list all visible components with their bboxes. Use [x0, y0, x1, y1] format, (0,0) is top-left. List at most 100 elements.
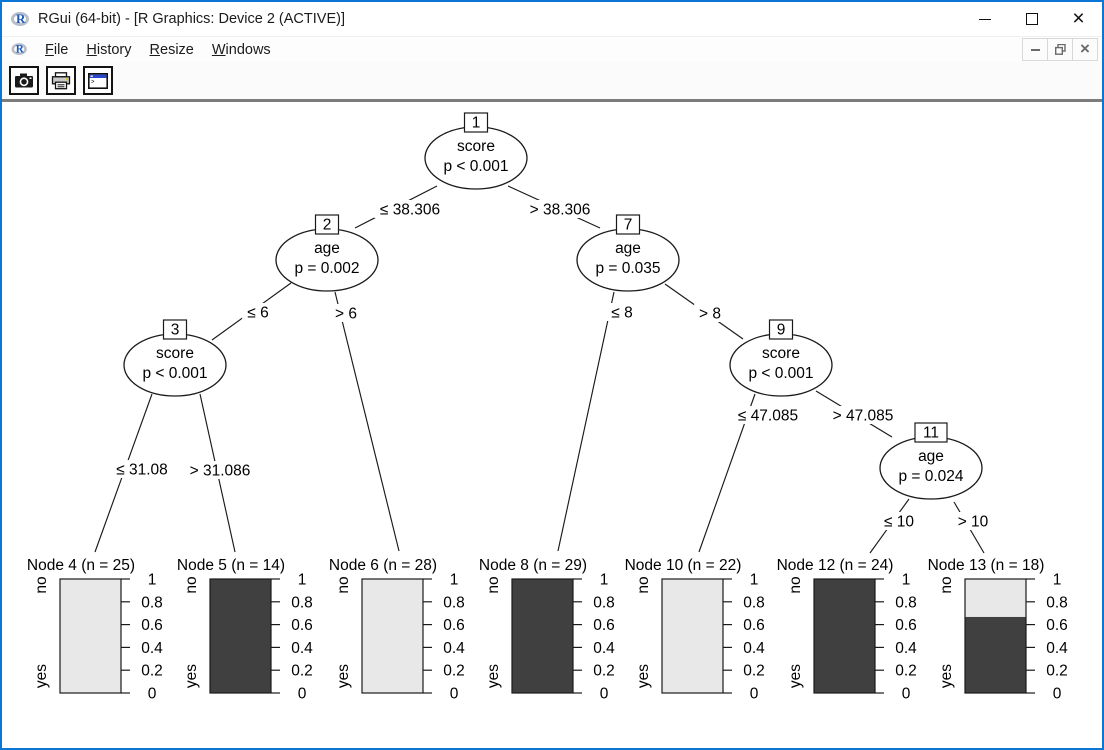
edge-label-bg: [694, 304, 726, 322]
edge-label-7-left: ≤ 8: [611, 305, 632, 322]
terminal-bar-light-13: [965, 579, 1026, 617]
mdi-restore-icon: [1054, 44, 1066, 55]
mdi-restore-button[interactable]: [1047, 38, 1073, 61]
tree-node-pvalue-2: p = 0.002: [294, 260, 359, 277]
axis-tick-label: 0.4: [1046, 640, 1068, 657]
axis-tick-label: 0.8: [443, 594, 465, 611]
minimize-button[interactable]: [961, 2, 1008, 36]
edge-label-11-right: > 10: [958, 514, 989, 531]
print-button[interactable]: [46, 66, 76, 95]
mdi-minimize-icon: [1030, 48, 1040, 51]
category-label-no: no: [787, 576, 804, 593]
axis-tick-label: 0: [750, 686, 759, 703]
category-label-no: no: [183, 576, 200, 593]
axis-tick-label: 1: [450, 572, 459, 589]
axis-tick-label: 0: [298, 686, 307, 703]
axis-tick-label: 0.6: [1046, 617, 1068, 634]
menu-bar: R File History Resize Windows ×: [2, 36, 1102, 62]
axis-tick-label: 0.2: [443, 663, 465, 680]
axis-tick-label: 0.2: [895, 663, 917, 680]
maximize-button[interactable]: [1008, 2, 1055, 36]
terminal-bar-frame-10: [661, 578, 724, 694]
edge-label-3-left: ≤ 31.08: [116, 462, 168, 479]
edge-label-1-left: ≤ 38.306: [380, 202, 440, 219]
edge-label-bg: [184, 461, 256, 479]
terminal-bar-light-4: [60, 579, 121, 693]
axis-tick-label: 1: [750, 572, 759, 589]
menu-windows[interactable]: Windows: [211, 41, 271, 58]
edge-label-11-left: ≤ 10: [884, 514, 914, 531]
menu-resize[interactable]: Resize: [149, 41, 194, 58]
axis-tick-label: 0: [1053, 686, 1062, 703]
close-button[interactable]: ×: [1055, 2, 1102, 36]
mdi-close-button[interactable]: ×: [1072, 38, 1098, 61]
tree-node-idbox-3: [162, 319, 188, 340]
edge-label-7-right: > 8: [699, 306, 721, 323]
tree-node-pvalue-1: p < 0.001: [443, 158, 508, 175]
category-label-no: no: [485, 576, 502, 593]
category-label-yes: yes: [635, 664, 652, 688]
axis-tick-label: 0.4: [743, 640, 765, 657]
axis-tick-label: 1: [1053, 572, 1062, 589]
axis-tick-label: 0.4: [895, 640, 917, 657]
edge-label-9-right: > 47.085: [833, 408, 894, 425]
tree-node-pvalue-9: p < 0.001: [748, 365, 813, 382]
minimize-icon: [978, 18, 991, 20]
edge-label-bg: [827, 406, 899, 424]
tree-node-pvalue-3: p < 0.001: [142, 365, 207, 382]
axis-tick-label: 0: [148, 686, 157, 703]
printer-icon: [51, 71, 71, 89]
title-bar: R RGui (64-bit) - [R Graphics: Device 2 …: [2, 2, 1102, 36]
terminal-bar-dark-8: [512, 579, 573, 693]
axis-tick-label: 0.6: [593, 617, 615, 634]
tree-node-idbox-1: [463, 112, 489, 133]
mdi-minimize-button[interactable]: [1022, 38, 1048, 61]
axis-tick-label: 0.8: [1046, 594, 1068, 611]
category-label-no: no: [335, 576, 352, 593]
category-label-yes: yes: [335, 664, 352, 688]
tree-node-pvalue-11: p = 0.024: [898, 468, 963, 485]
category-label-no: no: [938, 576, 955, 593]
terminal-title-5: Node 5 (n = 14): [177, 557, 285, 574]
tree-edge-2-right: [334, 291, 400, 552]
copy-to-clipboard-button[interactable]: [9, 66, 39, 95]
edge-label-bg: [879, 512, 919, 530]
menu-items: File History Resize Windows: [36, 40, 280, 60]
edge-label-2-right: > 6: [335, 306, 357, 323]
terminal-bar-frame-12: [813, 578, 876, 694]
mdi-close-icon: ×: [1080, 39, 1090, 58]
tree-node-idbox-2: [314, 214, 340, 235]
axis-tick-label: 0: [600, 686, 609, 703]
tree-node-pvalue-7: p = 0.035: [595, 260, 660, 277]
axis-tick-label: 0.8: [141, 594, 163, 611]
mdi-window-controls: ×: [1022, 38, 1098, 61]
maximize-icon: [1025, 13, 1038, 25]
terminal-bar-frame-5: [209, 578, 272, 694]
axis-tick-label: 0: [902, 686, 911, 703]
category-label-yes: yes: [485, 664, 502, 688]
edge-label-bg: [374, 200, 446, 218]
tree-node-var-9: score: [762, 345, 800, 362]
axis-tick-label: 1: [298, 572, 307, 589]
edge-label-bg: [242, 303, 274, 321]
axis-tick-label: 0: [450, 686, 459, 703]
return-focus-to-console-button[interactable]: >: [83, 66, 113, 95]
tree-node-var-7: age: [615, 240, 641, 257]
camera-icon: [15, 73, 33, 88]
category-label-no: no: [635, 576, 652, 593]
close-icon: ×: [1072, 6, 1085, 30]
axis-tick-label: 0.2: [1046, 663, 1068, 680]
axis-tick-label: 0.8: [291, 594, 313, 611]
ctree-plot: ≤ 38.306> 38.306≤ 6> 6≤ 31.08> 31.086≤ 8…: [27, 112, 1068, 703]
window-controls: ×: [961, 2, 1102, 36]
edge-label-bg: [330, 304, 362, 322]
axis-tick-label: 0.4: [443, 640, 465, 657]
menu-history[interactable]: History: [86, 41, 132, 58]
tree-node-id-1: 1: [472, 115, 481, 132]
edge-label-bg: [110, 460, 174, 478]
menu-file[interactable]: File: [45, 41, 69, 58]
category-label-yes: yes: [938, 664, 955, 688]
axis-tick-label: 1: [148, 572, 157, 589]
terminal-title-13: Node 13 (n = 18): [928, 557, 1045, 574]
